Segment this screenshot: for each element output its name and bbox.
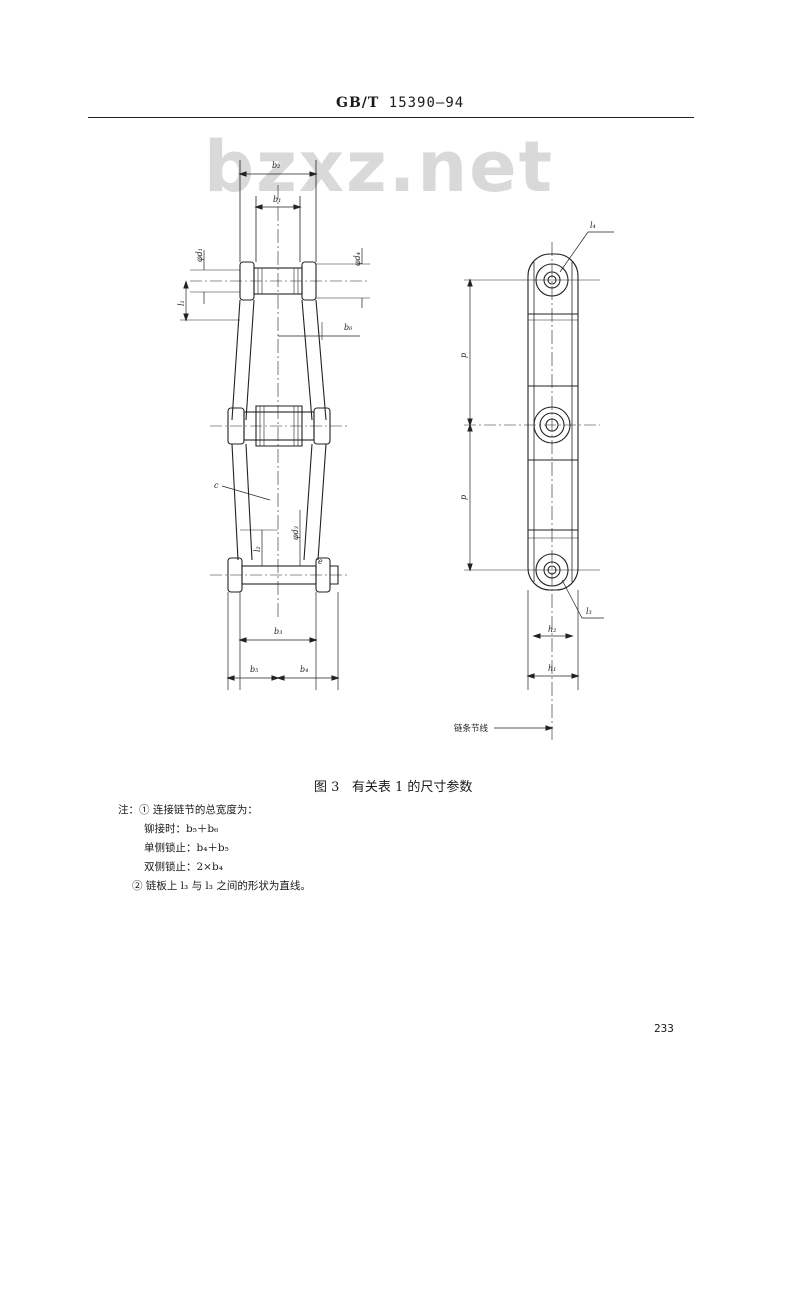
standard-code: GB/T: [336, 95, 380, 111]
dim-l1: l₁: [177, 300, 186, 306]
page-number: 233: [654, 1022, 674, 1035]
chain-drawing: b₂ b₁ φd₁ φd₄ l₁ b₆ c l₂ φd₃ e b₃ b₅ b₄ …: [177, 160, 614, 740]
figure-number: 图 3: [314, 780, 340, 795]
note-1-double-lock: 双侧锁止：2×b₄: [144, 861, 223, 873]
note-1-single-lock: 单侧锁止：b₄＋b₅: [144, 842, 229, 854]
dim-b1: b₁: [273, 195, 281, 204]
standard-number: 15390—94: [388, 95, 465, 111]
dim-l2: l₂: [253, 546, 262, 552]
dim-d4: φd₄: [353, 252, 362, 266]
notes-prefix: 注：: [118, 804, 139, 816]
header-rule: [88, 117, 694, 118]
dim-b6: b₆: [344, 323, 353, 332]
dim-e: e: [318, 557, 323, 566]
dim-l4: l₄: [590, 221, 596, 230]
watermark: bzxz.net: [204, 126, 555, 208]
note-2: ② 链板上 l₃ 与 l₃ 之间的形状为直线。: [118, 877, 311, 896]
note-1-mark: ①: [139, 804, 150, 816]
pitch-line-label: 链条节线: [454, 723, 489, 734]
note-2-text: 链板上 l₃ 与 l₃ 之间的形状为直线。: [145, 880, 311, 892]
figure-title: 有关表 1 的尺寸参数: [351, 780, 473, 795]
dim-p-bottom: p: [459, 495, 468, 500]
dim-p-top: p: [459, 353, 468, 358]
dim-b2: b₂: [272, 161, 280, 170]
dim-h2: h₂: [548, 625, 556, 634]
dim-h1: h₁: [548, 664, 556, 673]
page-header: GB/T 15390—94: [336, 95, 464, 111]
note-2-mark: ②: [132, 880, 143, 892]
note-1-text: 连接链节的总宽度为：: [152, 804, 258, 816]
dim-l3: l₃: [586, 607, 592, 616]
dim-b3: b₃: [274, 627, 282, 636]
dim-d3: φd₃: [291, 526, 300, 540]
figure-caption: 图 3 有关表 1 的尺寸参数: [314, 776, 472, 795]
dim-c: c: [214, 481, 219, 490]
note-1-riveted: 铆接时：b₅＋b₆: [144, 823, 219, 835]
notes-block: 注：① 连接链节的总宽度为： 铆接时：b₅＋b₆ 单侧锁止：b₄＋b₅ 双侧锁止…: [118, 801, 311, 896]
note-1: 注：① 连接链节的总宽度为：: [118, 801, 311, 820]
dim-b5: b₅: [250, 665, 259, 674]
dim-b4: b₄: [300, 665, 308, 674]
dim-d1: φd₁: [195, 248, 204, 262]
